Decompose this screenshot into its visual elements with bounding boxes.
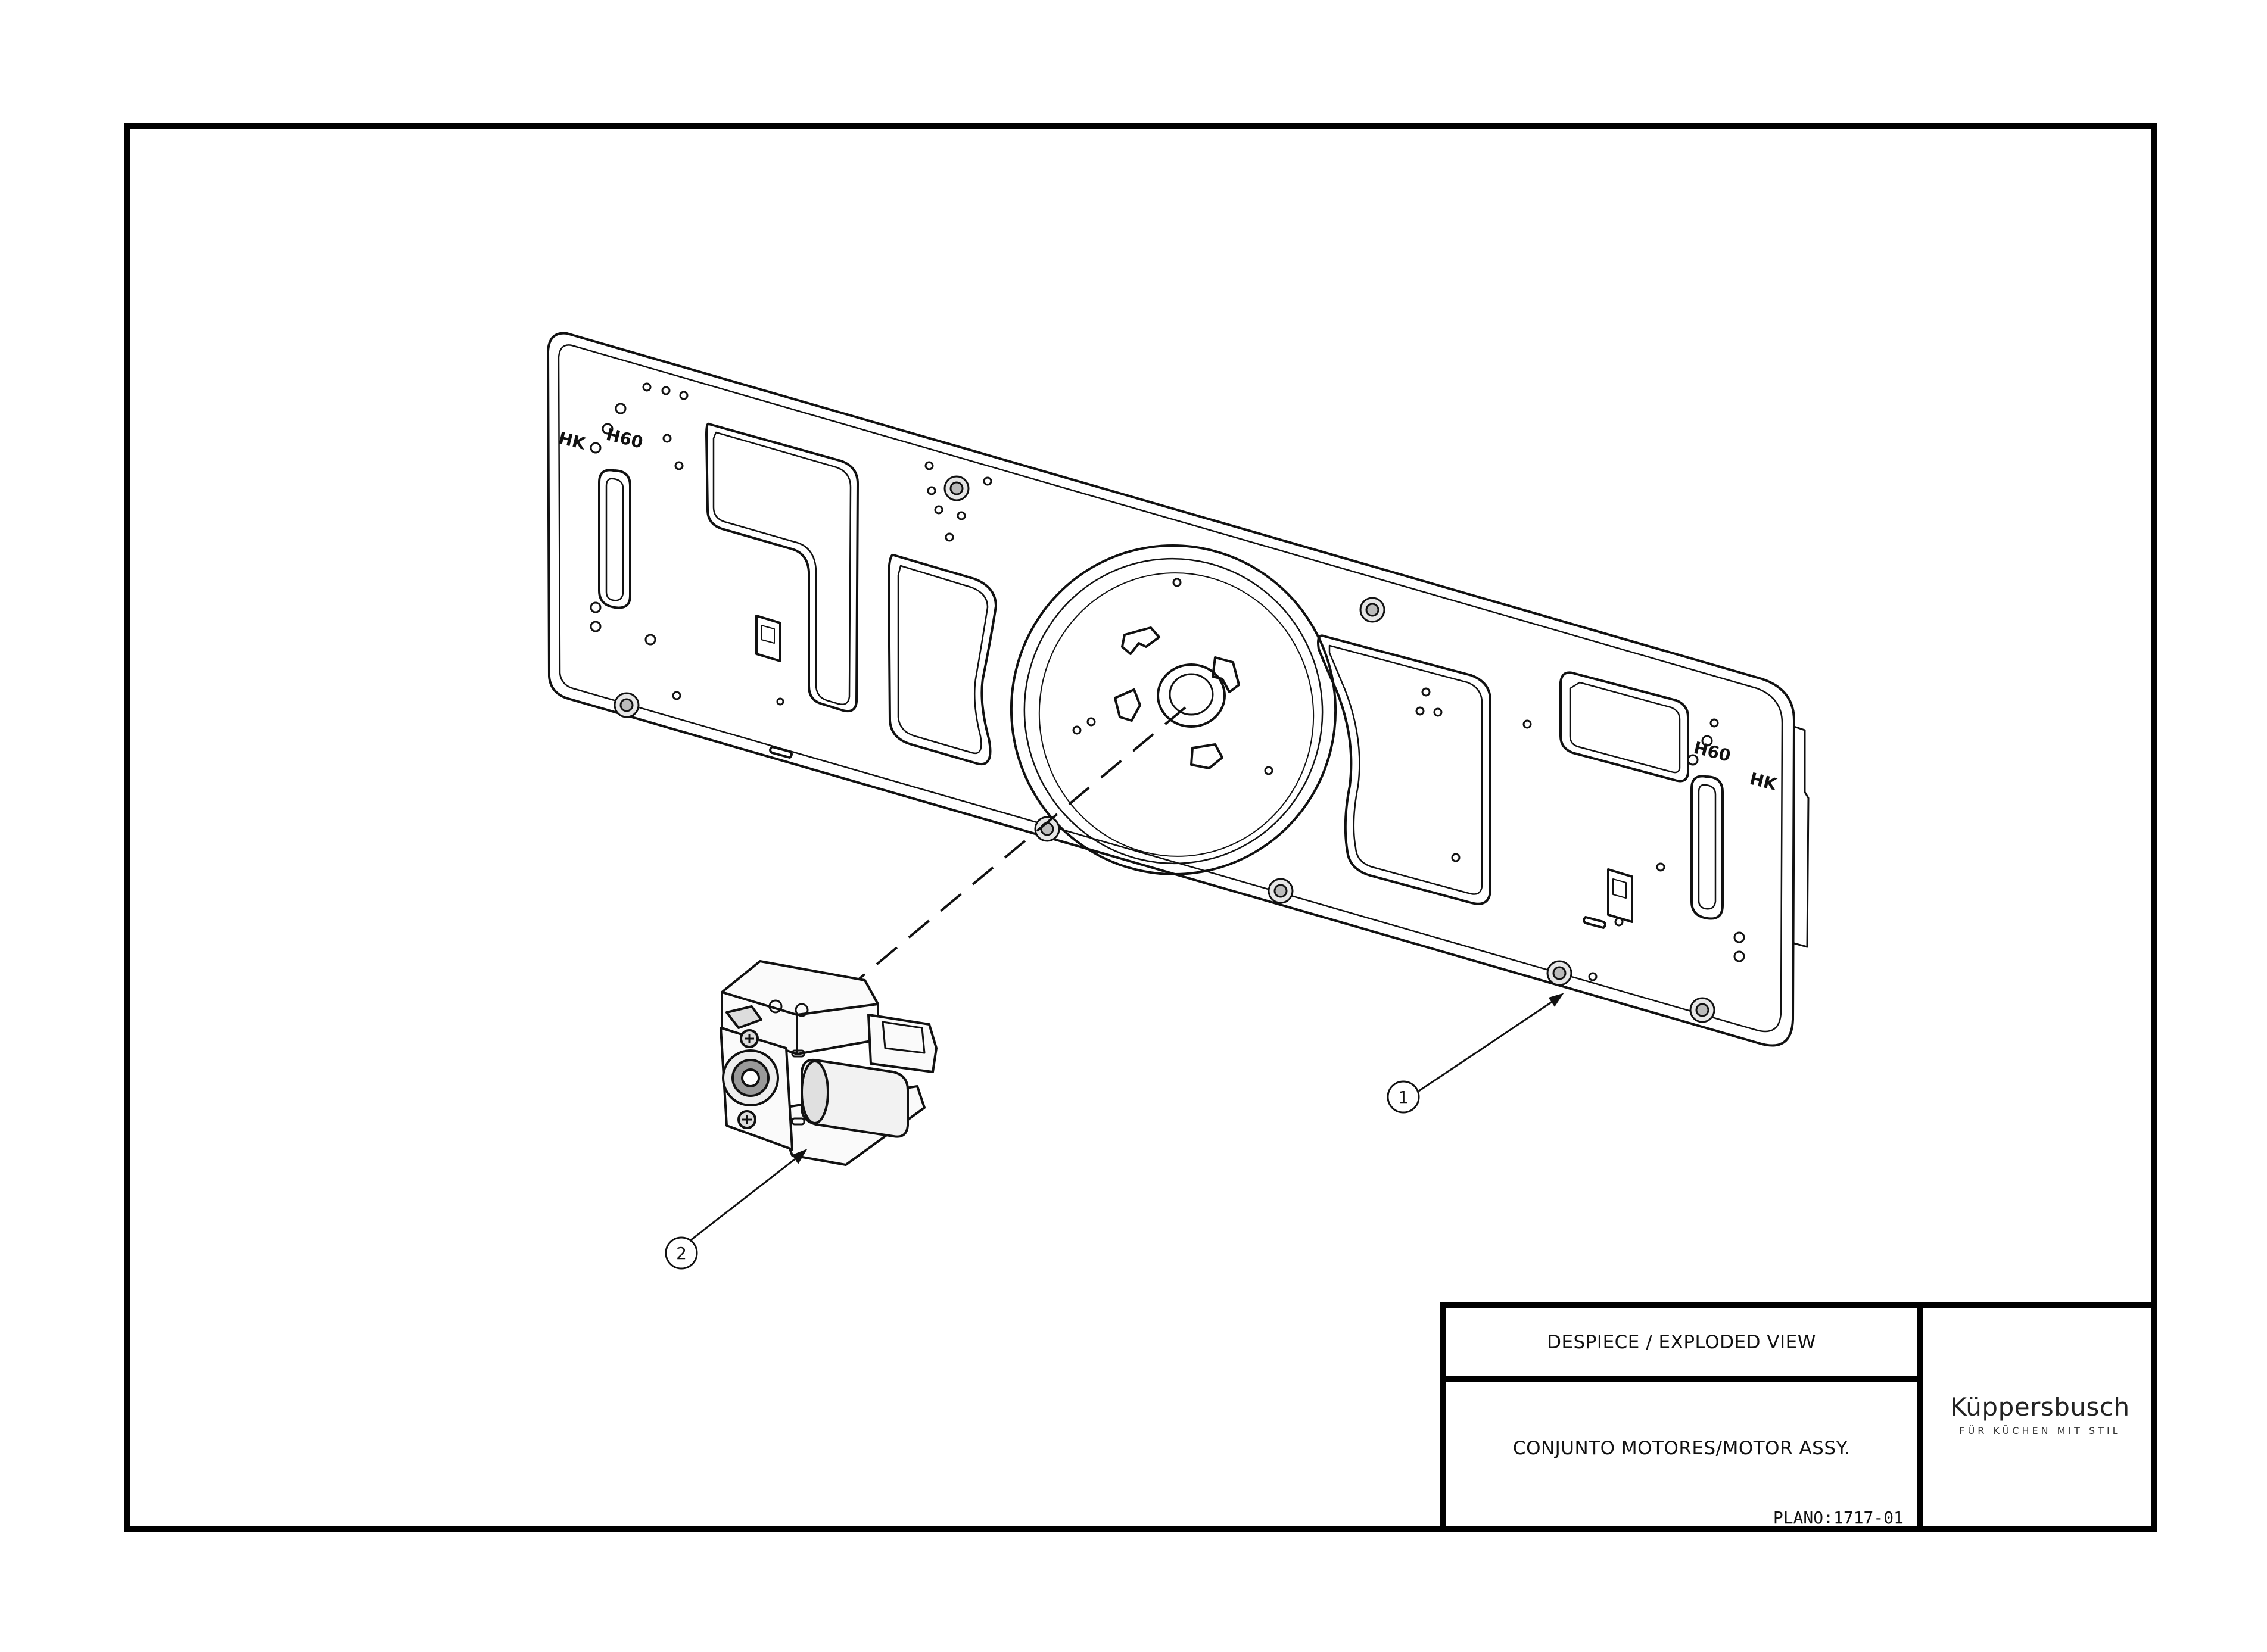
plan-number: PLANO:1717-01 xyxy=(1773,1508,1904,1528)
view-title: DESPIECE / EXPLODED VIEW xyxy=(1547,1331,1816,1353)
callout-2-number: 2 xyxy=(676,1243,687,1263)
assembly-name: CONJUNTO MOTORES/MOTOR ASSY. xyxy=(1512,1438,1851,1459)
callout-1: 1 xyxy=(1387,1080,1420,1114)
brand-cell: Küppersbusch FÜR KÜCHEN MIT STIL xyxy=(1923,1308,2157,1532)
mounting-holes xyxy=(590,382,1745,981)
motor-part xyxy=(720,960,938,1166)
view-title-cell: DESPIECE / EXPLODED VIEW xyxy=(1446,1308,1917,1382)
title-block: DESPIECE / EXPLODED VIEW CONJUNTO MOTORE… xyxy=(1440,1302,2157,1532)
assembly-axis-line xyxy=(851,706,1187,986)
brand-logo: Küppersbusch xyxy=(1950,1392,2130,1422)
brand-tagline: FÜR KÜCHEN MIT STIL xyxy=(1959,1425,2121,1436)
leader-lines xyxy=(690,993,1564,1241)
assembly-cell: CONJUNTO MOTORES/MOTOR ASSY. PLANO:1717-… xyxy=(1446,1382,1917,1532)
callout-1-number: 1 xyxy=(1398,1087,1409,1107)
callout-2: 2 xyxy=(665,1236,698,1270)
back-plate-part xyxy=(547,332,1810,1047)
drawing-frame xyxy=(124,123,2157,1532)
title-block-info: DESPIECE / EXPLODED VIEW CONJUNTO MOTORE… xyxy=(1446,1308,1923,1532)
